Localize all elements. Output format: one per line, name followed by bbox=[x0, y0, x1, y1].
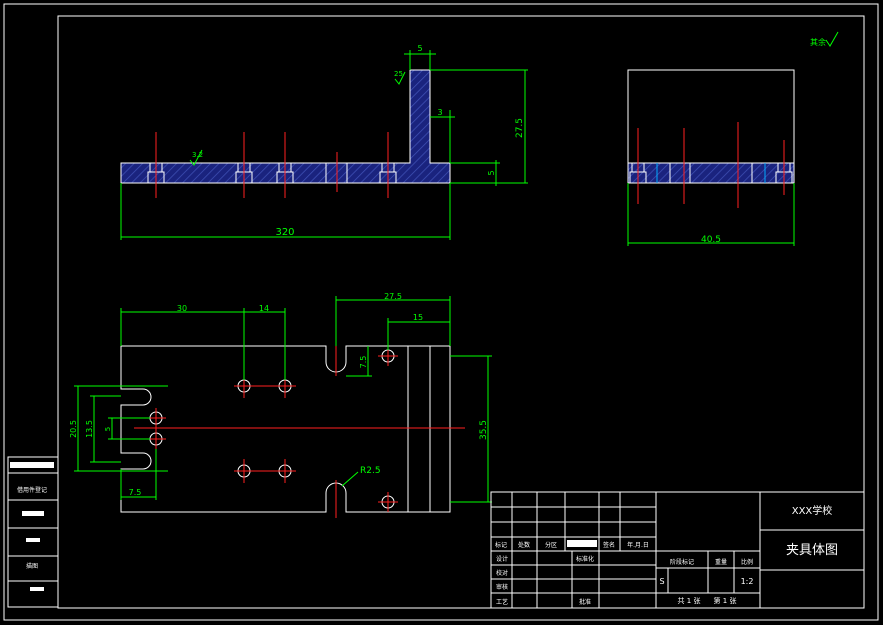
top-view: 30 14 27.5 15 7.5 35.5 20.5 13.5 5 7.5 R… bbox=[69, 292, 492, 518]
dim-75: 7.5 bbox=[359, 356, 368, 369]
label-stage: 阶段标记 bbox=[670, 558, 694, 566]
school-name: XXX学校 bbox=[792, 504, 833, 517]
sheets-total: 共 1 张 bbox=[678, 596, 701, 605]
scale-value: 1:2 bbox=[741, 577, 754, 586]
row-label-1: 处数 bbox=[518, 541, 530, 549]
dim-135: 13.5 bbox=[85, 420, 94, 438]
row-label-4: 签名 bbox=[603, 541, 615, 549]
dim-step: 3 bbox=[437, 108, 442, 117]
dim-5: 5 bbox=[104, 427, 112, 431]
dim-75b: 7.5 bbox=[129, 488, 142, 497]
label-design: 设计 bbox=[496, 555, 508, 563]
dim-side-width: 40.5 bbox=[701, 235, 721, 245]
sheet-border bbox=[3, 3, 879, 621]
label-review: 审核 bbox=[496, 583, 508, 591]
label-process: 工艺 bbox=[496, 598, 508, 606]
stage-value: S bbox=[659, 577, 664, 586]
label-check: 校对 bbox=[496, 569, 508, 577]
row-label-0: 标记 bbox=[495, 541, 507, 549]
dim-height: 27.5 bbox=[515, 118, 525, 138]
dim-base: 5 bbox=[487, 170, 496, 175]
dim-205: 20.5 bbox=[69, 420, 78, 438]
sheet-number: 第 1 张 bbox=[714, 596, 737, 605]
drawing-name: 夹具体图 bbox=[786, 543, 838, 558]
side-view: 40.5 bbox=[627, 69, 795, 246]
front-view: 320 27.5 5 3 5 3.2 25 bbox=[120, 44, 528, 240]
title-block: XXX学校 夹具体图 标记 处数 分区 签名 年.月.日 设计 标准化 校对 审… bbox=[490, 491, 865, 609]
side-strip: 借用件登记 描图 bbox=[7, 456, 59, 608]
roughness-1: 3.2 bbox=[192, 151, 203, 159]
row-label-5: 年.月.日 bbox=[627, 541, 649, 549]
radius-label: R2.5 bbox=[360, 466, 381, 476]
side-label-mid: 描图 bbox=[26, 562, 38, 570]
label-weight: 重量 bbox=[715, 558, 727, 566]
label-approve: 批准 bbox=[579, 598, 591, 606]
row-label-2: 分区 bbox=[545, 541, 557, 549]
dim-14: 14 bbox=[259, 304, 269, 313]
roughness-2: 25 bbox=[394, 70, 403, 78]
dim-15: 15 bbox=[413, 313, 423, 322]
side-label-top: 借用件登记 bbox=[17, 486, 47, 494]
corner-roughness-text: 其余 bbox=[810, 37, 826, 47]
dim-length: 320 bbox=[275, 227, 294, 238]
dim-30: 30 bbox=[177, 304, 187, 313]
label-scale: 比例 bbox=[741, 558, 753, 566]
corner-roughness-mark: 其余 bbox=[810, 31, 839, 47]
label-standardize: 标准化 bbox=[576, 555, 594, 563]
dim-275: 27.5 bbox=[384, 292, 402, 301]
dim-355: 35.5 bbox=[479, 420, 489, 440]
dim-top-width: 5 bbox=[417, 44, 422, 53]
